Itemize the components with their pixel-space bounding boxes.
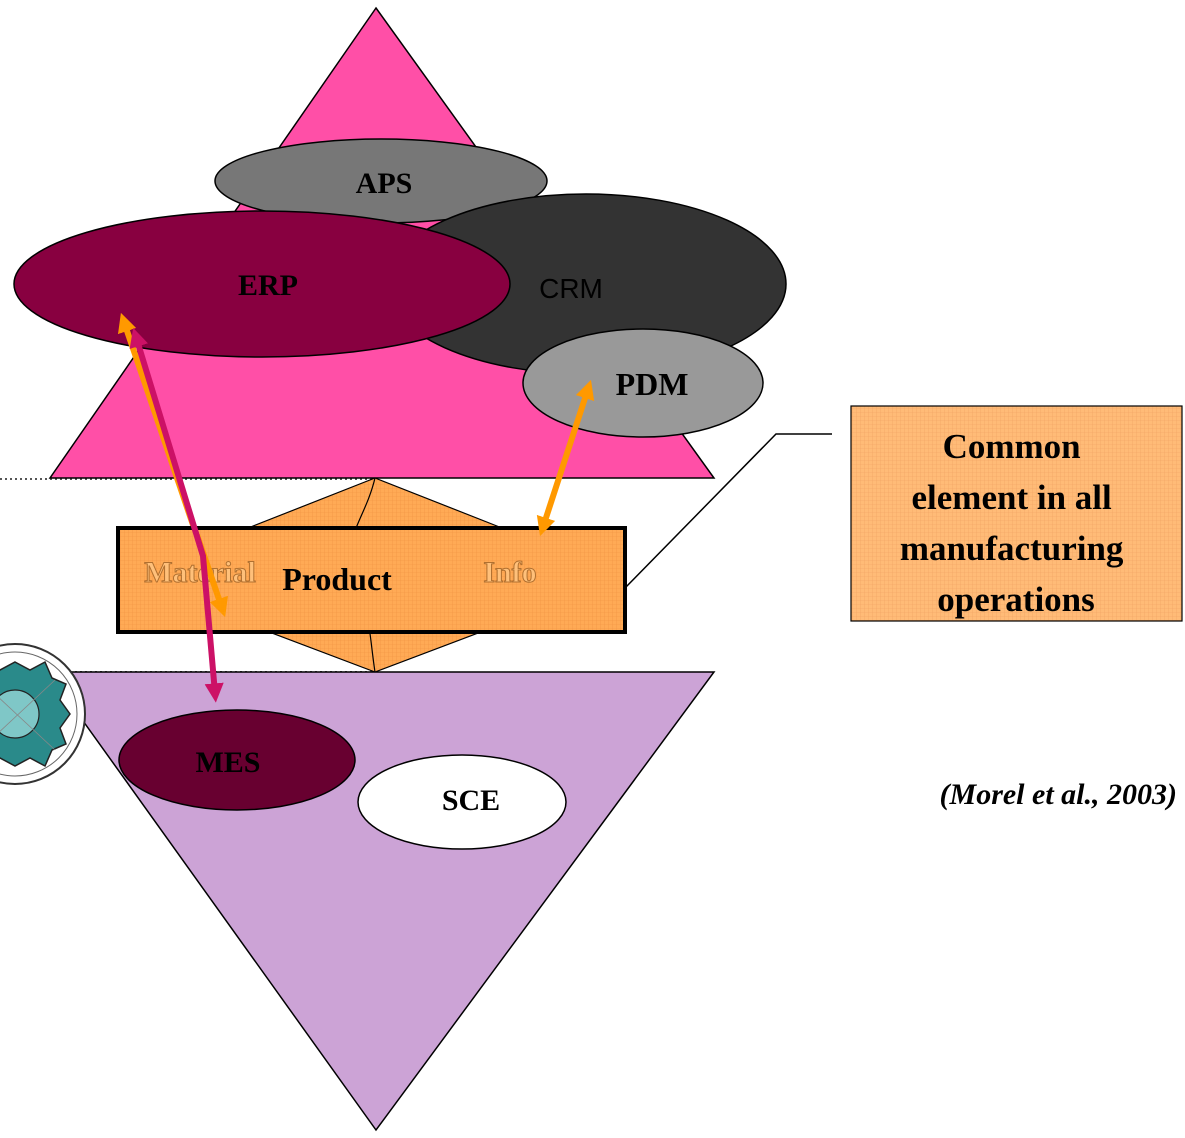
callout-line-3: manufacturing — [900, 529, 1124, 568]
citation: (Morel et al., 2003) — [940, 778, 1177, 811]
erp-label: ERP — [238, 269, 298, 302]
erp-ellipse — [13, 210, 511, 358]
product-label: Product — [282, 561, 392, 597]
callout-box — [850, 405, 1183, 622]
material-label: Material — [144, 556, 256, 589]
mes-label: MES — [195, 746, 260, 779]
gear-seal-logo-icon — [0, 643, 86, 785]
pdm-info-arrow — [536, 379, 595, 537]
mes-ellipse — [118, 709, 356, 811]
pdm-label: PDM — [616, 366, 689, 402]
sce-label: SCE — [442, 784, 500, 817]
info-label: Info — [483, 556, 536, 589]
sce-ellipse — [357, 754, 567, 850]
callout-leader-line — [624, 433, 832, 589]
callout-line-4: operations — [937, 580, 1095, 619]
erp-mes-crimson-arrow — [129, 327, 224, 703]
callout-line-2: element in all — [912, 478, 1113, 517]
callout-text: Common element in all manufacturing oper… — [900, 427, 1132, 619]
crm-label: CRM — [539, 273, 603, 304]
callout-line-1: Common — [943, 427, 1081, 466]
aps-label: APS — [356, 167, 413, 200]
